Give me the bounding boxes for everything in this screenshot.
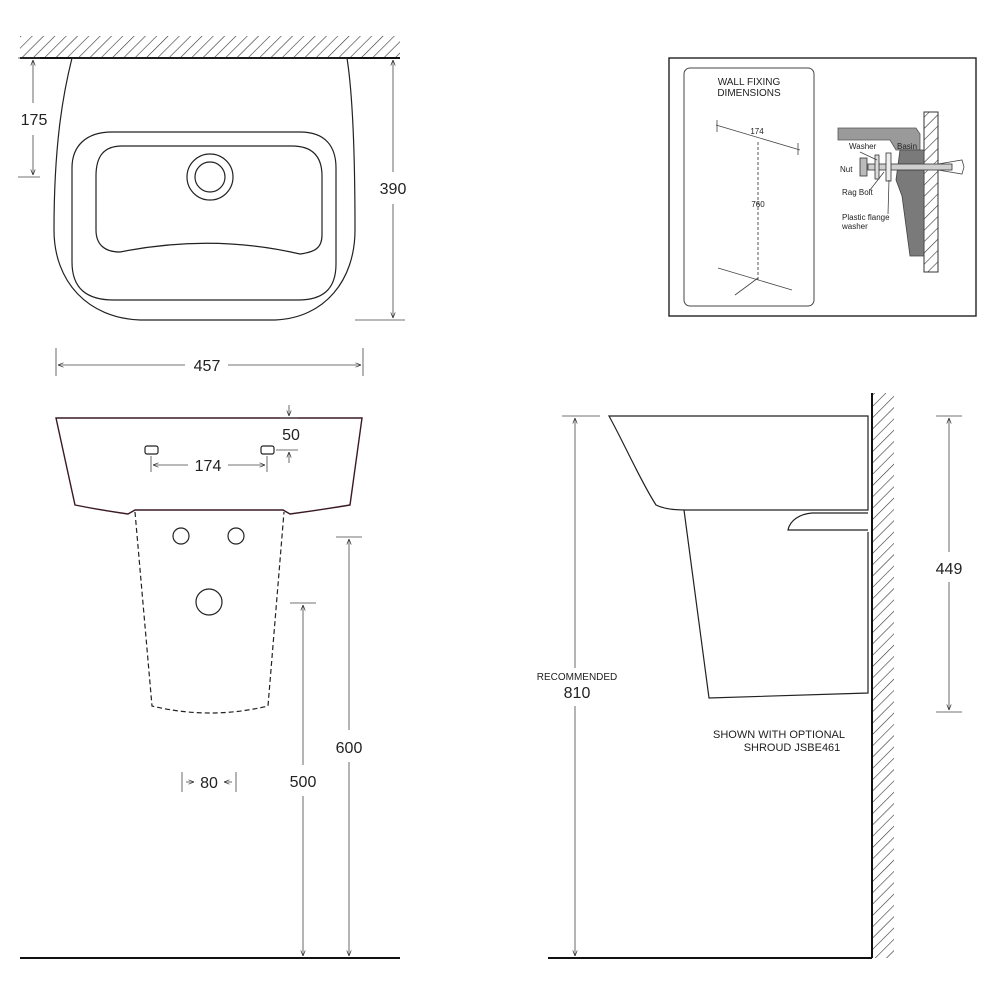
dim-label-390: 390 [380,181,407,198]
dim-label-80: 80 [200,775,218,792]
label-recommended: RECOMMENDED [537,672,618,683]
inset-bracket [895,149,925,257]
tap-hole-left [144,445,159,455]
inset-dim-174: 174 [750,127,764,136]
inset-nut [859,157,868,177]
front-view: 174 50 80 500 600 [20,405,400,959]
shroud-profile-side [683,509,869,699]
inset-panel [683,67,815,307]
waste-pipe-hole [195,588,223,616]
basin-bowl-inner [95,145,323,255]
shroud-hole-right [227,527,245,545]
inset-washer [874,154,880,180]
shroud-note-line1: SHOWN WITH OPTIONAL [713,729,845,741]
basin-outline-top [53,57,356,321]
waste-outlet-outer [186,153,234,201]
wall-bracket-side [787,512,868,531]
inset-label-flange-1: Plastic flange [842,213,890,222]
inset-wall [923,111,939,273]
inset-dim-760: 760 [751,200,765,209]
wall-hatch-side [872,393,894,958]
inset-label-washer: Washer [849,142,877,151]
basin-outline-front [55,417,363,515]
inset-label-flange-2: washer [841,222,868,231]
dim-label-449: 449 [936,561,963,578]
inset-flange-washer [885,152,892,182]
dim-label-174: 174 [195,458,222,475]
side-view: RECOMMENDED 810 449 SHOWN WITH OPTIONAL … [537,393,963,959]
inset-label-rag-bolt: Rag Bolt [842,188,873,197]
wall-fixing-inset: WALL FIXING DIMENSIONS 174 760 Washer Ba… [668,57,977,317]
dim-label-500: 500 [290,774,317,791]
dim-label-600: 600 [336,740,363,757]
top-view: 175 390 457 [18,36,406,376]
shroud-hole-left [172,527,190,545]
inset-title-line1: WALL FIXING [718,77,781,88]
waste-outlet-inner [194,161,226,193]
dim-label-175: 175 [21,112,48,129]
inset-rag-bolt [867,163,953,171]
dim-label-457: 457 [194,358,221,375]
inset-label-nut: Nut [840,165,853,174]
shroud-note-line2: SHROUD JSBE461 [744,742,841,754]
inset-label-basin: Basin [897,142,917,151]
basin-bowl-outer [71,131,337,301]
wall-hatch-top [20,36,400,58]
shroud-outline-front [134,511,285,714]
dim-label-810: 810 [564,685,591,702]
dim-label-50: 50 [282,427,300,444]
inset-title-line2: DIMENSIONS [717,88,781,99]
tap-hole-right [260,445,275,455]
basin-profile-side [607,415,869,511]
